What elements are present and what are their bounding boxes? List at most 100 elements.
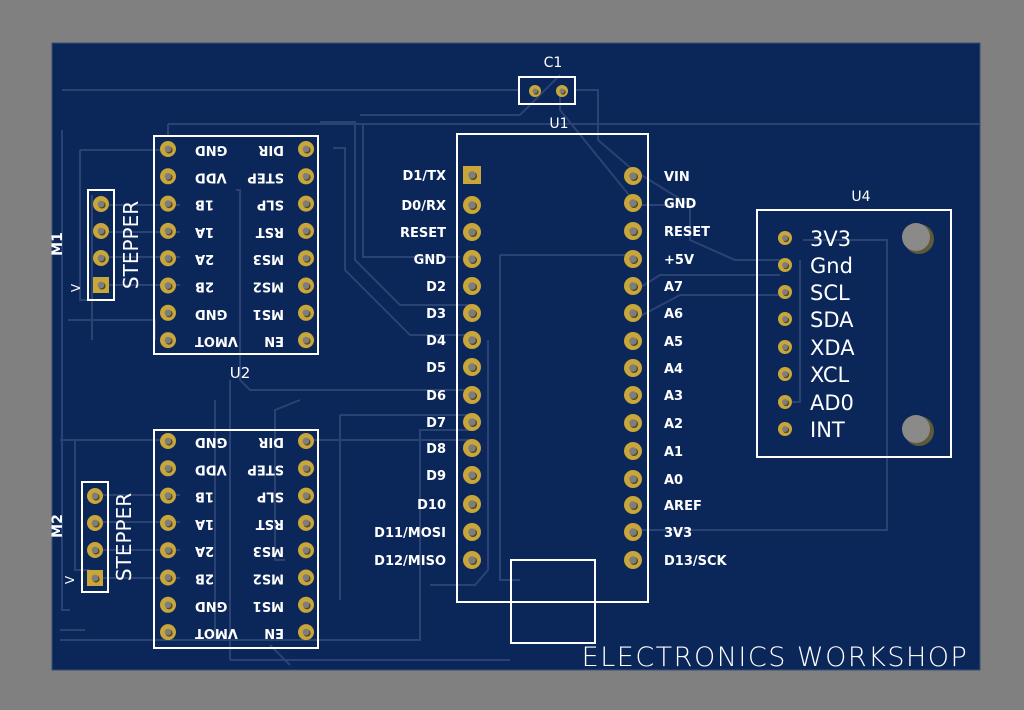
u3-pin bbox=[298, 596, 314, 613]
u3-pin bbox=[160, 433, 176, 449]
m2-outline bbox=[81, 481, 109, 593]
u1-pin-a0 bbox=[624, 470, 642, 488]
u3-pin bbox=[160, 596, 176, 613]
m2-stepper-label: STEPPER bbox=[112, 493, 136, 581]
u3-pin-label: GND bbox=[195, 598, 228, 613]
u3-pin bbox=[160, 487, 176, 504]
u1-pin-label: D1/TX bbox=[403, 169, 446, 184]
u1-pin-a2 bbox=[624, 414, 642, 432]
u1-pin-label: A3 bbox=[664, 389, 683, 404]
u2-pin bbox=[160, 277, 176, 294]
u2-pin-label: MS1 bbox=[253, 306, 284, 321]
u4-pin-xda bbox=[778, 340, 792, 354]
u2-pin-label: DIR bbox=[258, 142, 284, 157]
u1-pin-label: D6 bbox=[426, 389, 446, 404]
u1-pin-label: RESET bbox=[400, 226, 446, 241]
u3-outline bbox=[153, 429, 319, 649]
m1-pin1-mark: V bbox=[69, 283, 83, 292]
trace bbox=[333, 147, 470, 336]
u3-pin-label: 1B bbox=[195, 489, 214, 504]
u1-ref: U1 bbox=[549, 116, 568, 132]
m1-pin bbox=[93, 250, 109, 266]
u3-pin bbox=[298, 569, 314, 586]
u1-pin-label: A5 bbox=[664, 335, 683, 350]
u1-pin-label: D0/RX bbox=[401, 199, 446, 214]
u2-pin-label: VDD bbox=[195, 169, 227, 184]
u1-pin-d6 bbox=[463, 386, 481, 404]
u2-pin-label: GND bbox=[195, 142, 228, 157]
c1-pad bbox=[529, 85, 541, 97]
trace bbox=[61, 130, 70, 611]
trace bbox=[60, 429, 470, 641]
u2-pin bbox=[298, 222, 314, 239]
c1-outline bbox=[518, 76, 576, 105]
m1-stepper-label: STEPPER bbox=[119, 201, 143, 289]
u1-pin-label: A6 bbox=[664, 307, 683, 322]
board-title: ELECTRONICS WORKSHOP bbox=[582, 642, 969, 673]
u3-pin bbox=[298, 514, 314, 531]
u3-pin bbox=[160, 542, 176, 559]
u2-pin bbox=[160, 195, 176, 212]
u1-pin-d4 bbox=[463, 331, 481, 349]
m2-ref: M2 bbox=[50, 514, 66, 538]
u4-pin-label: Gnd bbox=[810, 254, 853, 278]
u2-pin-label: RST bbox=[256, 224, 284, 239]
u3-pin-label: VDD bbox=[195, 461, 227, 476]
u2-pin bbox=[298, 195, 314, 212]
u3-pin bbox=[160, 624, 176, 641]
u2-pin bbox=[298, 141, 314, 157]
u2-pin-label: MS3 bbox=[253, 251, 284, 266]
u2-pin-label: GND bbox=[195, 306, 228, 321]
u1-pin-label: D7 bbox=[426, 416, 446, 431]
trace bbox=[360, 74, 561, 116]
trace bbox=[236, 189, 480, 391]
u4-pin-label: XDA bbox=[810, 336, 855, 360]
u1-pin-label: GND bbox=[664, 197, 697, 212]
u1-pin-a7 bbox=[624, 277, 642, 295]
u1-pin-label: A1 bbox=[664, 445, 683, 460]
u4-pin-scl bbox=[778, 285, 792, 299]
u2-pin bbox=[160, 304, 176, 321]
u3-pin-label: 2A bbox=[195, 543, 214, 558]
u1-pin-label: D12/MISO bbox=[374, 554, 446, 569]
trace bbox=[597, 100, 780, 261]
u2-ref: U2 bbox=[230, 364, 251, 382]
m2-pin bbox=[87, 542, 103, 558]
u4-pin-xcl bbox=[778, 367, 792, 381]
u2-pin bbox=[160, 141, 176, 157]
u1-pin-label: D4 bbox=[426, 334, 446, 349]
u3-pin-label: EN bbox=[264, 625, 284, 640]
u1-pin-label: VIN bbox=[664, 170, 690, 185]
m1-pin bbox=[93, 196, 109, 212]
u1-pin-d5 bbox=[463, 358, 481, 376]
trace bbox=[790, 260, 801, 403]
u3-pin-label: 2B bbox=[195, 571, 214, 586]
u2-pin bbox=[160, 222, 176, 239]
u4-mount-hole-top bbox=[902, 223, 934, 254]
u1-pin-label: D10 bbox=[417, 498, 446, 513]
u3-pin-label: STEP bbox=[247, 461, 284, 476]
u4-pin-int bbox=[778, 422, 792, 436]
u3-pin bbox=[160, 514, 176, 531]
m1-pin bbox=[93, 223, 109, 239]
trace bbox=[559, 92, 634, 201]
u1-pin-d9 bbox=[463, 466, 481, 484]
u2-pin bbox=[160, 332, 176, 349]
u1-pin-label: AREF bbox=[664, 499, 702, 514]
u3-pin bbox=[298, 624, 314, 641]
u1-pin-d12-miso bbox=[463, 551, 481, 569]
u3-pin-label: 1A bbox=[195, 516, 214, 531]
u1-pin-aref bbox=[624, 496, 642, 514]
u1-pin-reset bbox=[624, 222, 642, 240]
u3-pin-label: VMOT bbox=[195, 625, 238, 640]
u2-pin bbox=[160, 168, 176, 185]
c1-ref: C1 bbox=[544, 55, 563, 71]
u4-pin-label: AD0 bbox=[810, 391, 854, 415]
u3-pin bbox=[298, 433, 314, 449]
m2-pin bbox=[87, 515, 103, 531]
u4-pin-sda bbox=[778, 312, 792, 326]
u2-pin-label: VMOT bbox=[195, 333, 238, 348]
u2-pin bbox=[298, 250, 314, 267]
u2-pin-label: 2B bbox=[195, 279, 214, 294]
u3-pin-label: MS3 bbox=[253, 543, 284, 558]
